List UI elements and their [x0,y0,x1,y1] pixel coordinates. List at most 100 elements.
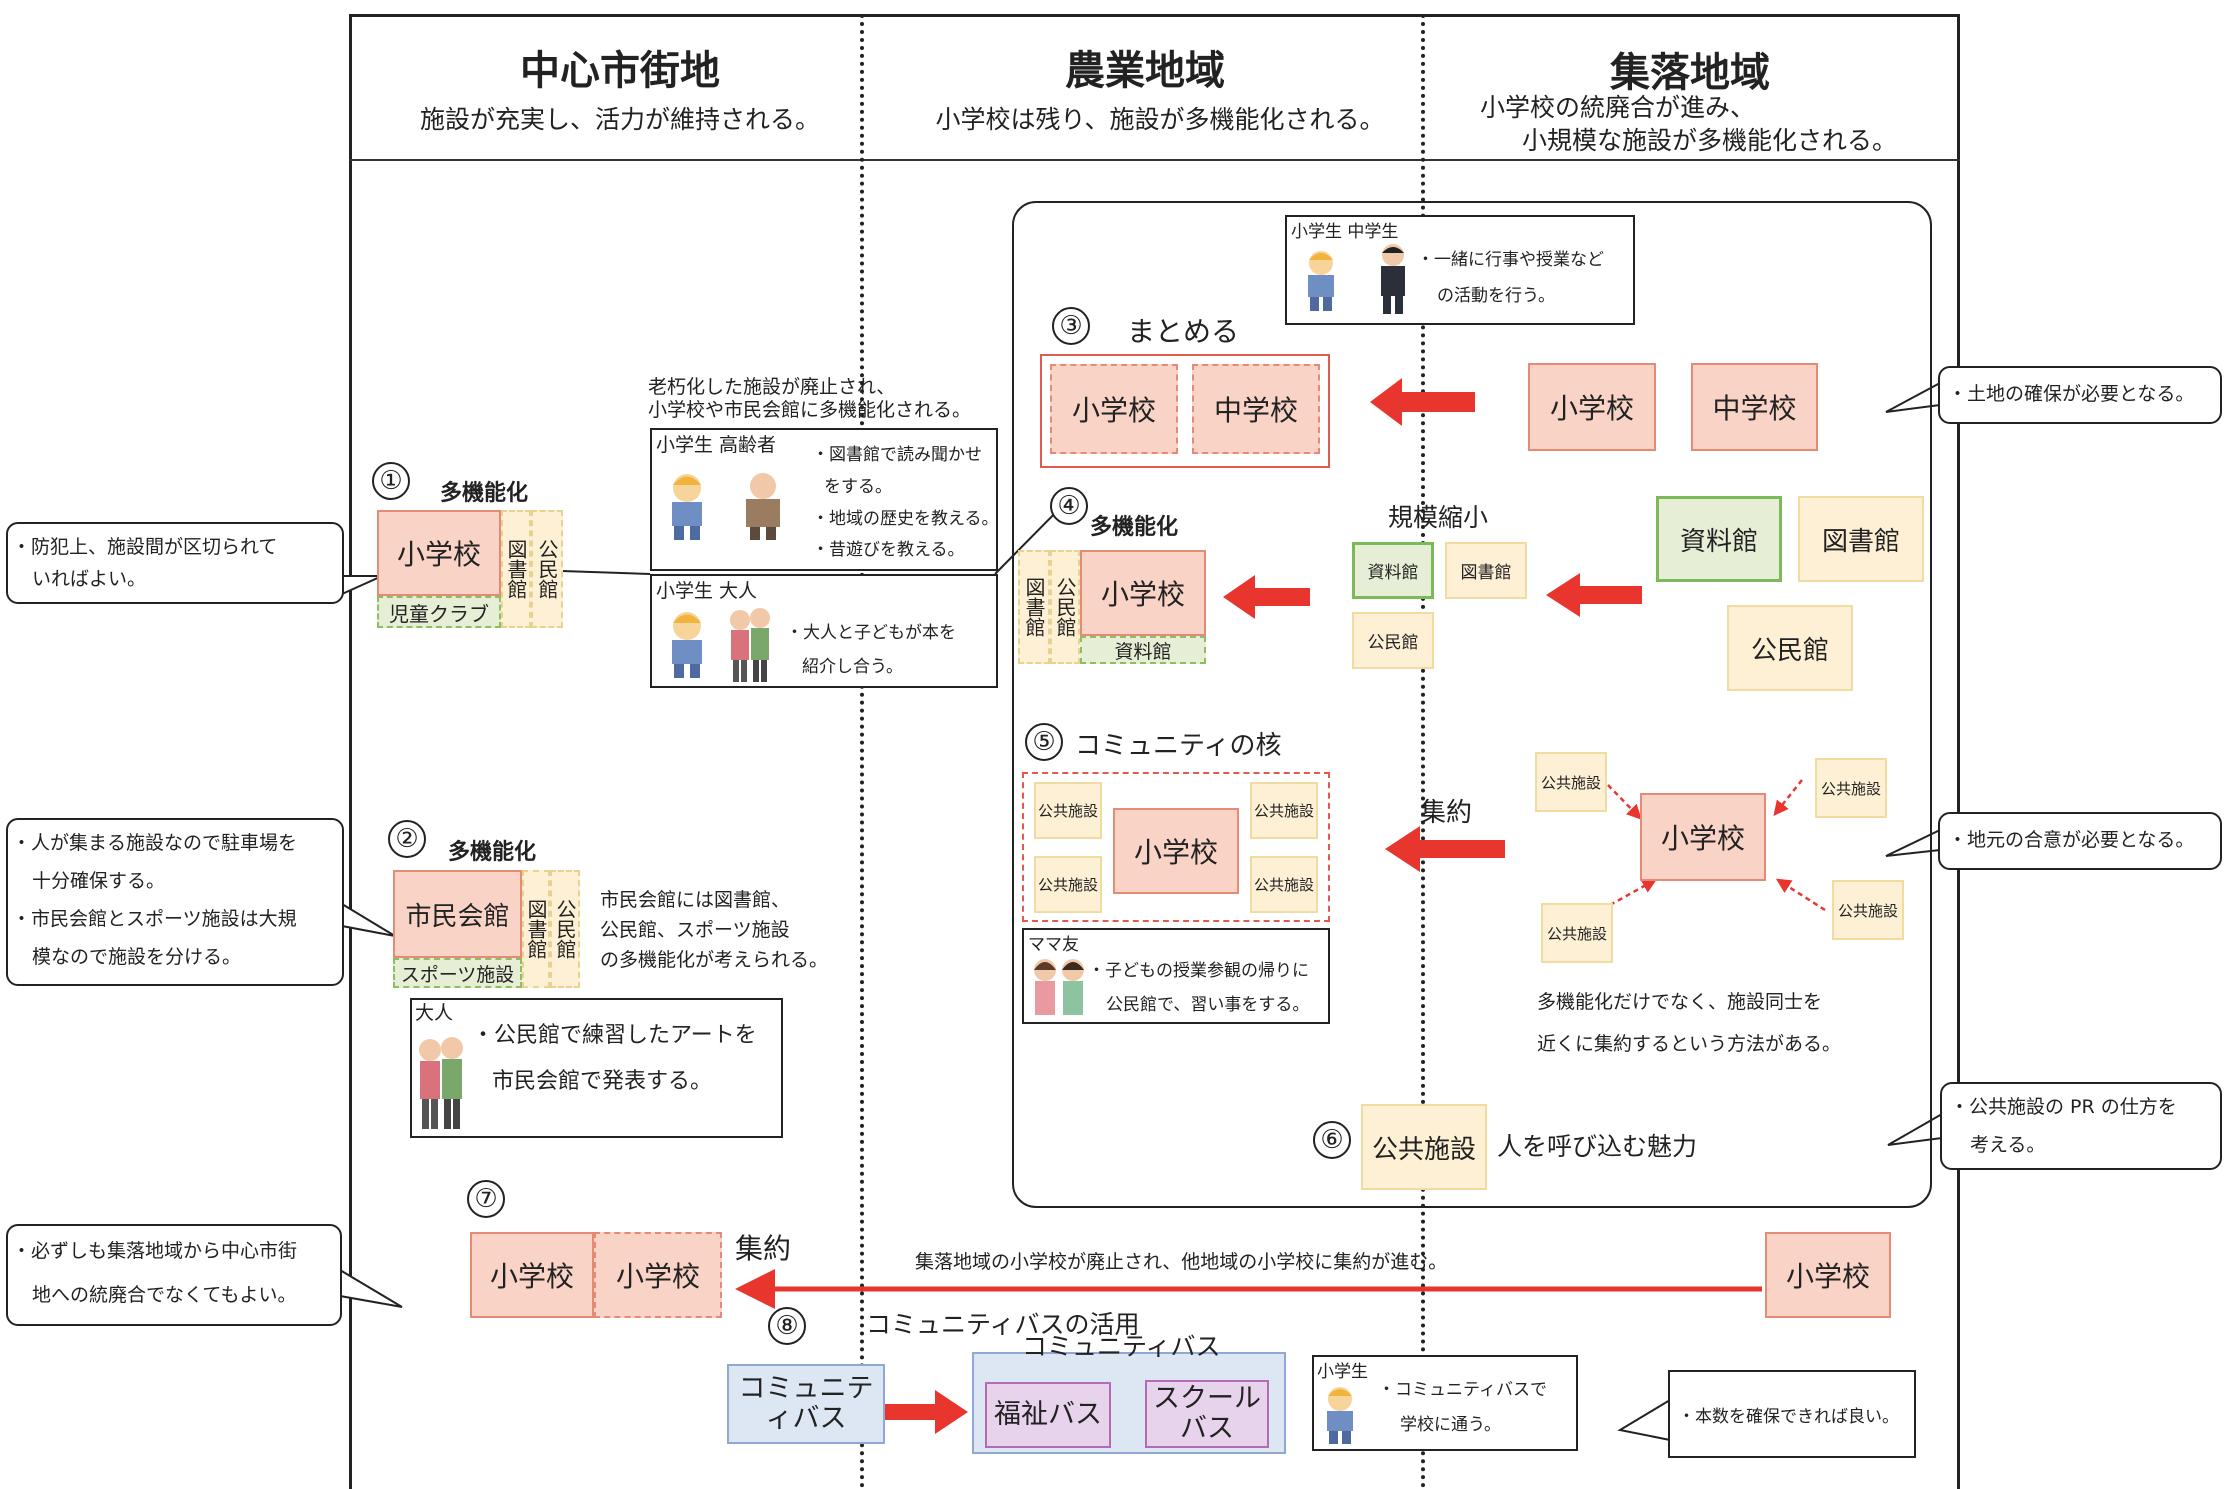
s5-box-title: ママ友 [1028,935,1079,955]
s2-kominkan: 公民館 [550,870,580,988]
number-4: ④ [1050,487,1088,525]
s5-scattered-public-4: 公共施設 [1832,880,1904,940]
s2-note-3: の多機能化が考えられる。 [600,949,829,971]
arrow-4b [1223,575,1310,619]
child-icon [1301,245,1341,319]
callout-right-1-line-1: ・土地の確保が必要となる。 [1948,383,2195,405]
callout-right-2: ・地元の合意が必要となる。 [1938,812,2222,870]
s3-merged-school: 小学校 [1050,364,1178,454]
callout-right-1: ・土地の確保が必要となる。 [1938,366,2222,424]
s3-merged-junior: 中学校 [1192,364,1320,454]
s3-box-title: 小学生 中学生 [1291,222,1399,242]
s5-box-line-2: 公民館で、習い事をする。 [1106,995,1310,1015]
callout-left-2-line-2: 十分確保する。 [32,870,166,892]
adults-icon [727,606,773,688]
s4-big-kominkan: 公民館 [1727,605,1853,691]
s3-school: 小学校 [1528,363,1656,451]
callout-right-3-line-1: ・公共施設の PR の仕方を [1950,1096,2177,1118]
callout-left-1-line-1: ・防犯上、施設間が区切られて [12,536,278,558]
child-icon [664,468,710,546]
number-1: ① [372,462,410,500]
column-title-center: 中心市街地 [520,48,720,94]
s4-heading: 多機能化 [1090,515,1179,540]
s4-school: 小学校 [1080,550,1206,636]
s1-box1-line-1: ・図書館で読み聞かせ [812,445,982,465]
callout-left-2: ・人が集まる施設なので駐車場を 十分確保する。 ・市民会館とスポーツ施設は大規 … [6,818,344,986]
number-6: ⑥ [1313,1121,1351,1159]
s3-junior: 中学校 [1691,363,1818,451]
diagram-frame [349,14,1960,1489]
s4-small-library: 図書館 [1445,542,1527,599]
s1-activity-box-1: 小学生 高齢者 ・図書館で読み聞かせ をする。 ・地域の歴史を教える。 ・昔遊び… [650,428,999,571]
s5-public-br: 公共施設 [1250,856,1318,913]
s2-box-line-2: 市民会館で発表する。 [492,1069,713,1094]
s7-gather-label: 集約 [735,1232,792,1265]
column-subtitle-center: 施設が充実し、活力が維持される。 [419,105,820,134]
s1-heading: 多機能化 [440,481,529,506]
s4-small-kominkan: 公民館 [1352,612,1434,669]
number-2: ② [388,820,426,858]
village-area-frame [1012,201,1932,1208]
s3-heading: まとめる [1127,315,1240,348]
s3-box-line-1: ・一緒に行事や授業など [1417,250,1604,270]
callout-left-3-line-1: ・必ずしも集落地域から中心市街 [12,1240,298,1262]
s4-big-archive: 資料館 [1656,496,1782,582]
s1-box2-title: 小学生 大人 [656,580,758,602]
column-title-agri: 農業地域 [1065,48,1225,94]
column-subtitle-village-2: 小規模な施設が多機能化される。 [1522,126,1898,155]
callout-left-3: ・必ずしも集落地域から中心市街 地への統廃合でなくてもよい。 [6,1224,342,1326]
s5-scattered-public-1: 公共施設 [1535,752,1607,812]
s2-library: 図書館 [522,870,550,988]
s5-note-1: 多機能化だけでなく、施設同士を [1537,991,1823,1013]
callout-left-1-line-2: いればよい。 [32,568,147,590]
arrow-3 [1370,378,1475,426]
s2-box-title: 大人 [415,1002,454,1024]
number-3: ③ [1052,307,1090,345]
s1-school: 小学校 [377,510,501,596]
s2-sports-facility: スポーツ施設 [393,958,522,988]
elder-icon [740,468,786,546]
s5-activity-box: ママ友 ・子どもの授業参観の帰りに 公民館で、習い事をする。 [1022,928,1330,1024]
s5-school-core: 小学校 [1113,808,1239,894]
s4-archive: 資料館 [1080,636,1206,664]
s8-school-bus: スクールバス [1145,1380,1269,1448]
s1-box1-line-2: をする。 [824,477,892,497]
s7-village-school: 小学校 [1765,1232,1891,1318]
s8-box-title: 小学生 [1317,1362,1368,1382]
arrow-8 [885,1390,968,1434]
s4-small-archive: 資料館 [1352,542,1434,599]
s3-activity-box: 小学生 中学生 ・一緒に行事や授業など の活動を行う。 [1285,215,1635,325]
s4-big-library: 図書館 [1798,496,1924,582]
s5-note-2: 近くに集約するという方法がある。 [1537,1033,1842,1055]
column-subtitle-village-1: 小学校の統廃合が進み、 [1480,93,1756,122]
s1-activity-box-2: 小学生 大人 ・大人と子どもが本を 紹介し合う。 [650,574,998,688]
s5-heading: コミュニティの核 [1075,731,1282,761]
s5-box-line-1: ・子どもの授業参観の帰りに [1088,961,1309,981]
s1-kominkan: 公民館 [531,510,563,628]
callout-right-4-line-1: ・本数を確保できれば良い。 [1678,1407,1899,1427]
s4-kominkan: 公民館 [1050,550,1080,664]
callout-left-1: ・防犯上、施設間が区切られて いればよい。 [6,522,344,604]
child-icon [664,606,710,684]
s8-activity-box: 小学生 ・コミュニティバスで 学校に通う。 [1312,1355,1578,1451]
junior-student-icon [1375,241,1411,321]
s6-label: 人を呼び込む魅力 [1497,1132,1698,1161]
column-divider-1 [860,14,864,1489]
s2-activity-box: 大人 ・公民館で練習したアートを 市民会館で発表する。 [410,998,783,1138]
callout-left-2-line-4: 模なので施設を分ける。 [32,946,242,968]
s1-children-club: 児童クラブ [377,596,501,628]
s8-group-label: コミュニティバス [1022,1332,1221,1361]
s1-box1-title: 小学生 高齢者 [656,434,777,456]
s5-core-frame [1022,772,1330,922]
s5-public-tl: 公共施設 [1034,782,1102,839]
number-8: ⑧ [768,1307,806,1345]
child-icon [1320,1381,1360,1451]
adults-icon [416,1034,466,1138]
connector-line [561,570,651,575]
s7-school-2: 小学校 [594,1232,722,1318]
callout-right-3: ・公共施設の PR の仕方を 考える。 [1940,1082,2222,1170]
s2-heading: 多機能化 [448,840,537,865]
s5-public-bl: 公共施設 [1034,856,1102,913]
callout-left-2-line-1: ・人が集まる施設なので駐車場を [12,832,298,854]
